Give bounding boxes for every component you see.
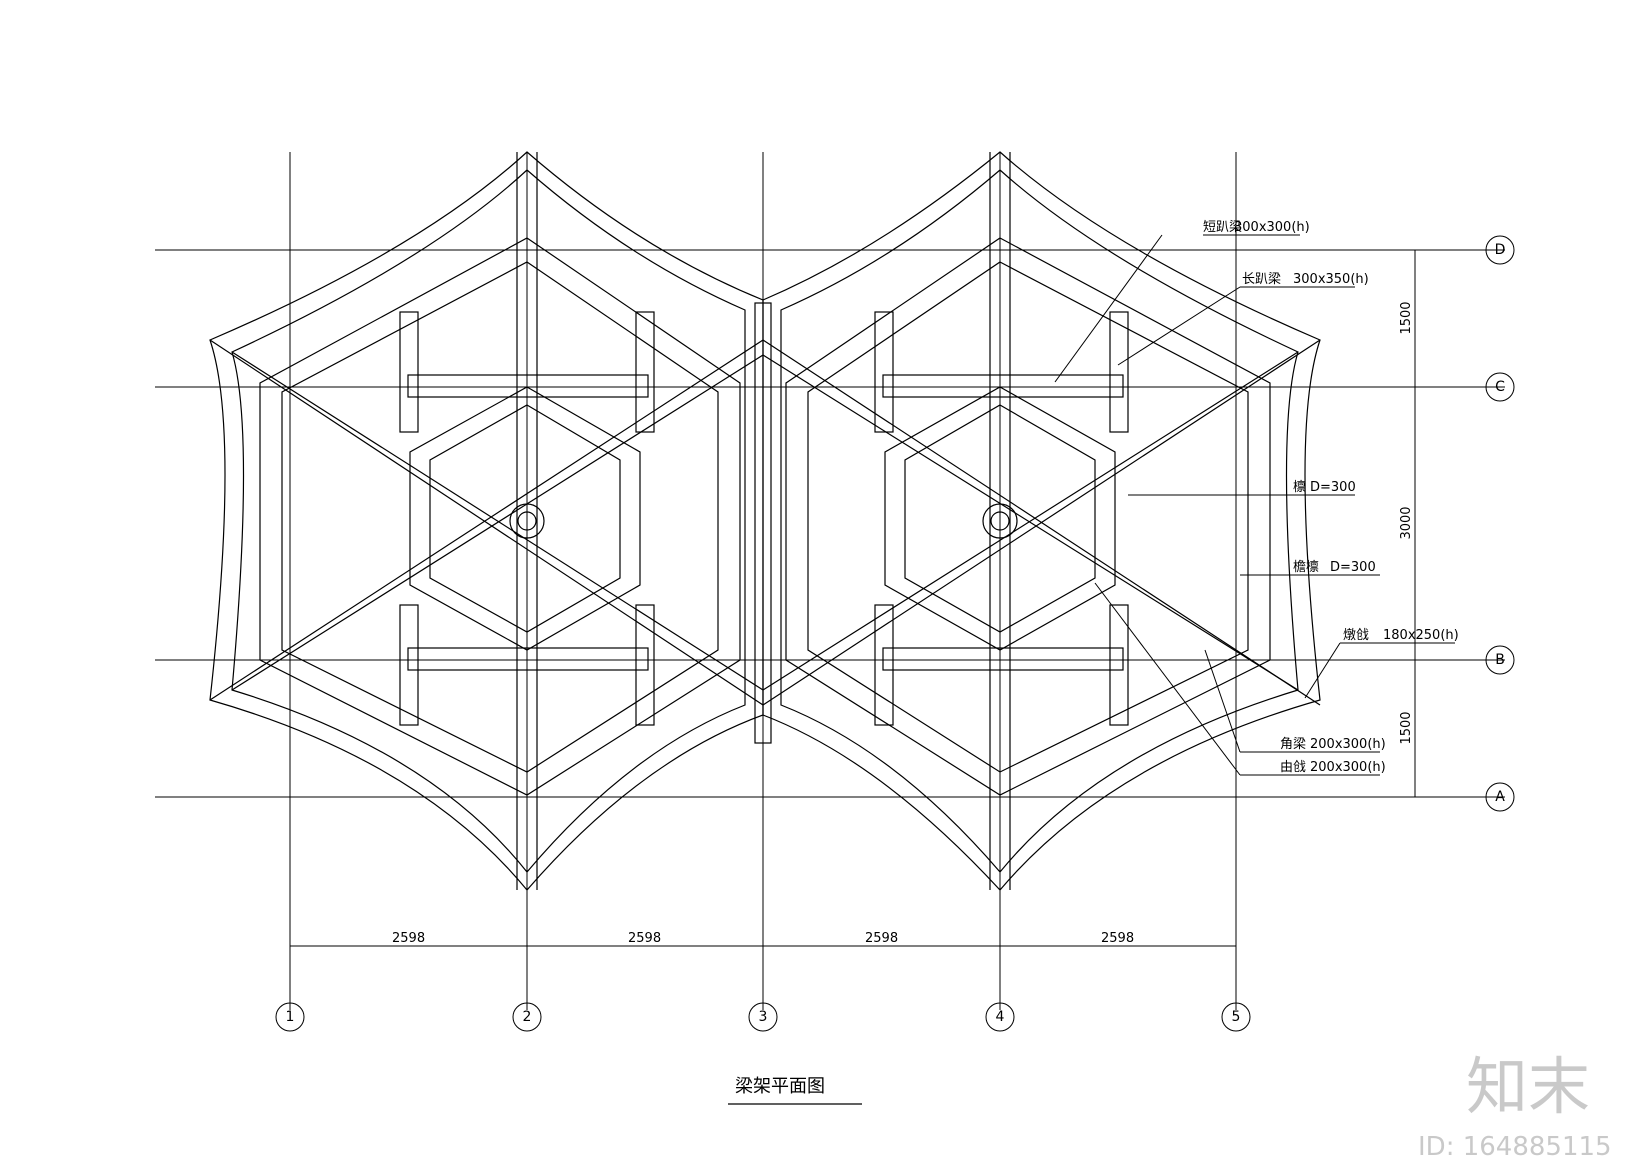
row-axis-C: C [1495, 379, 1505, 395]
horizontal-dimensions: 2598 2598 2598 2598 [289, 931, 1237, 954]
vertical-dimensions: 1500 3000 1500 [1399, 249, 1423, 798]
callout-corner-beam-spec: 200x300(h) [1310, 737, 1386, 752]
right-pavilion-frame [762, 151, 1321, 891]
row-axis-markers: D C B A [1485, 235, 1515, 812]
col-dim-4: 2598 [1101, 931, 1134, 946]
watermark-logo: 知末 [1466, 1050, 1590, 1123]
column-axis-markers: 1 2 3 4 5 [275, 1002, 1251, 1032]
callout-eave-purlin-spec: D=300 [1330, 560, 1376, 575]
row-dim-1: 1500 [1399, 301, 1414, 334]
callout-eave-purlin-name: 檐檩 [1293, 560, 1319, 575]
callout-hip-strut-spec: 200x300(h) [1310, 760, 1386, 775]
col-axis-4: 4 [996, 1009, 1005, 1025]
callout-short-beam-name: 短趴梁 [1203, 220, 1242, 235]
row-dim-2: 3000 [1399, 506, 1414, 539]
watermark-id: ID: 164885115 [1418, 1132, 1612, 1162]
col-axis-3: 3 [759, 1009, 768, 1025]
callout-purlin-name: 檩 [1293, 480, 1306, 495]
callout-hip-strut-name: 由戗 [1280, 760, 1306, 775]
col-dim-2: 2598 [628, 931, 661, 946]
callout-strut-spec: 180x250(h) [1383, 628, 1459, 643]
col-dim-3: 2598 [865, 931, 898, 946]
col-axis-5: 5 [1232, 1009, 1241, 1025]
callout-long-beam-spec: 300x350(h) [1293, 272, 1369, 287]
callout-long-beam-name: 长趴梁 [1242, 272, 1281, 287]
callouts: 短趴梁 300x300(h) 长趴梁 300x350(h) 檩 D=300 檐檩… [1054, 220, 1459, 776]
left-pavilion-frame [209, 151, 764, 891]
col-axis-1: 1 [286, 1009, 295, 1025]
col-dim-1: 2598 [392, 931, 425, 946]
callout-strut-name: 燉戗 [1343, 628, 1369, 643]
col-axis-2: 2 [523, 1009, 532, 1025]
callout-purlin-spec: D=300 [1310, 480, 1356, 495]
row-axis-A: A [1495, 789, 1505, 805]
callout-short-beam-spec: 300x300(h) [1234, 220, 1310, 235]
row-axis-D: D [1495, 242, 1506, 258]
row-dim-3: 1500 [1399, 711, 1414, 744]
central-ridge-post [754, 302, 772, 744]
grid-lines [155, 152, 1505, 1010]
row-axis-B: B [1495, 652, 1505, 668]
callout-corner-beam-name: 角梁 [1280, 737, 1306, 752]
drawing-title: 梁架平面图 [735, 1076, 825, 1097]
